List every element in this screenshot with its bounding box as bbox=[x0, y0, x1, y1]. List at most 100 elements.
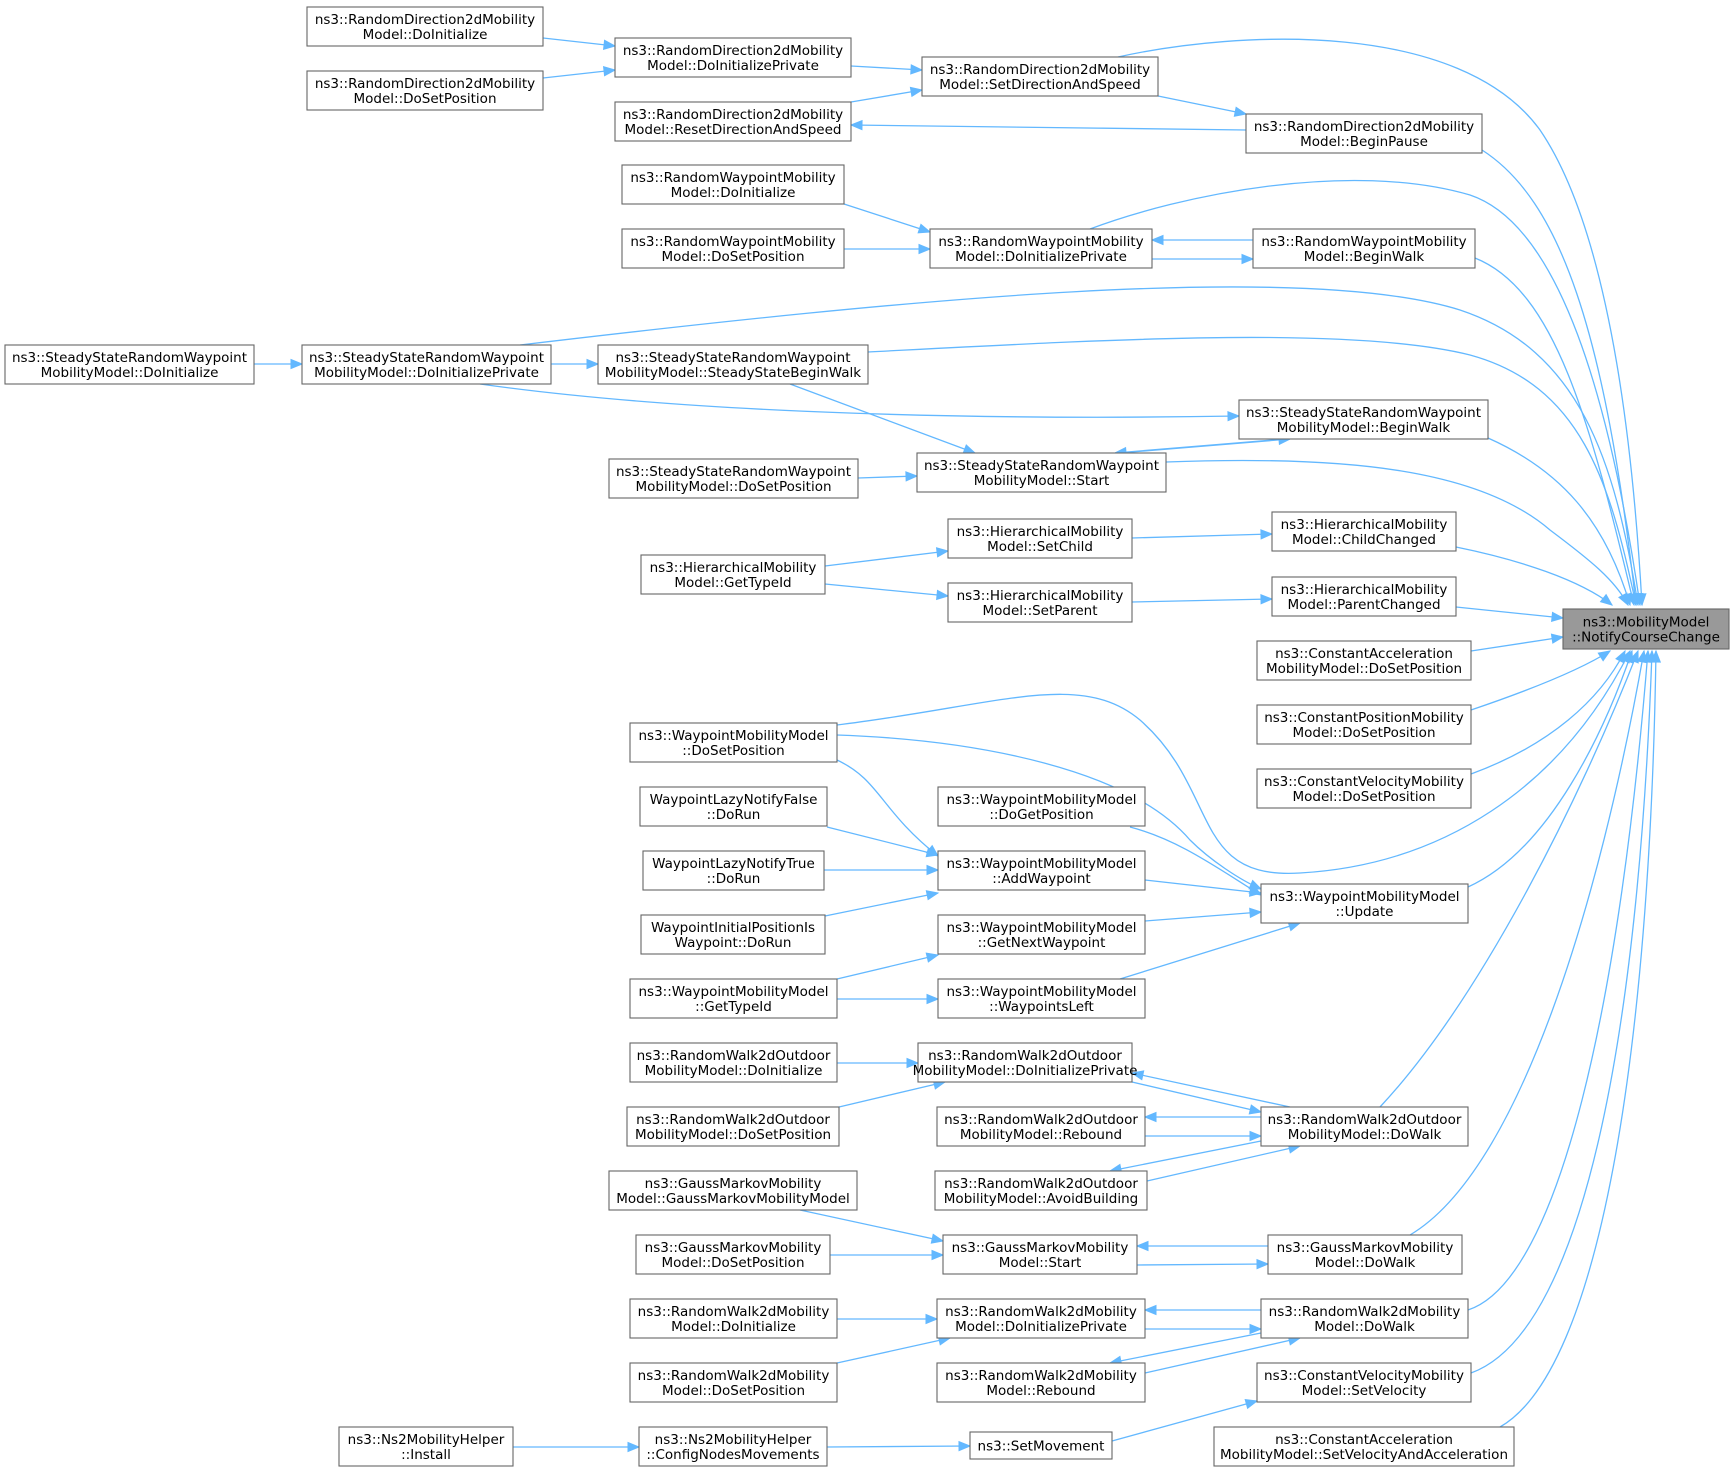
node-ss-dosetpos[interactable]: ns3::SteadyStateRandomWaypointMobilityMo… bbox=[608, 458, 859, 499]
node-wlnt[interactable]: WaypointLazyNotifyTrue::DoRun bbox=[642, 850, 825, 891]
node-ro-dosetpos[interactable]: ns3::RandomWalk2dOutdoorMobilityModel::D… bbox=[626, 1106, 840, 1147]
node-wp-wpleft[interactable]: ns3::WaypointMobilityModel::WaypointsLef… bbox=[937, 978, 1146, 1019]
node-ro-avoid[interactable]: ns3::RandomWalk2dOutdoorMobilityModel::A… bbox=[934, 1170, 1148, 1211]
node-label: ::ConfigNodesMovements bbox=[646, 1447, 819, 1463]
edge-cv_setvel_target bbox=[1470, 649, 1657, 1374]
node-ss-start[interactable]: ns3::SteadyStateRandomWaypointMobilityMo… bbox=[916, 452, 1167, 493]
node-ca-dosetpos[interactable]: ns3::ConstantAccelerationMobilityModel::… bbox=[1256, 640, 1472, 681]
node-label: MobilityModel::Rebound bbox=[960, 1127, 1122, 1143]
node-ro-dowalk[interactable]: ns3::RandomWalk2dOutdoorMobilityModel::D… bbox=[1260, 1106, 1469, 1147]
node-box bbox=[639, 786, 828, 827]
node-box bbox=[1256, 704, 1472, 745]
arrowhead-icon bbox=[917, 223, 932, 234]
node-label: ns3::WaypointMobilityModel bbox=[947, 920, 1137, 936]
node-box bbox=[934, 1170, 1148, 1211]
node-wp-gettypeid[interactable]: ns3::WaypointMobilityModel::GetTypeId bbox=[629, 978, 838, 1019]
node-cv-setvel[interactable]: ns3::ConstantVelocityMobilityModel::SetV… bbox=[1256, 1362, 1472, 1403]
node-rd-reset[interactable]: ns3::RandomDirection2dMobilityModel::Res… bbox=[614, 101, 852, 142]
node-label: ns3::SteadyStateRandomWaypoint bbox=[615, 350, 850, 366]
node-box bbox=[597, 344, 869, 385]
node-rw-beginwalk[interactable]: ns3::RandomWaypointMobilityModel::BeginW… bbox=[1252, 228, 1476, 269]
edge-rd_doinit_rdip bbox=[542, 37, 617, 50]
node-label: ns3::RandomDirection2dMobility bbox=[315, 12, 535, 28]
node-ro-rebound[interactable]: ns3::RandomWalk2dOutdoorMobilityModel::R… bbox=[936, 1106, 1146, 1147]
node-gm-dowalk[interactable]: ns3::GaussMarkovMobilityModel::DoWalk bbox=[1267, 1234, 1463, 1275]
node-wp-getnext[interactable]: ns3::WaypointMobilityModel::GetNextWaypo… bbox=[937, 914, 1146, 955]
node-cv-dosetpos[interactable]: ns3::ConstantVelocityMobilityModel::DoSe… bbox=[1256, 768, 1472, 809]
node-rd-setdir[interactable]: ns3::RandomDirection2dMobilityModel::Set… bbox=[921, 56, 1159, 97]
node-ro-doinitpriv[interactable]: ns3::RandomWalk2dOutdoorMobilityModel::D… bbox=[913, 1042, 1138, 1083]
edge-rw_beginwalk_target bbox=[1474, 257, 1637, 607]
node-label: Model::DoInitializePrivate bbox=[647, 58, 819, 74]
node-ns2-config[interactable]: ns3::Ns2MobilityHelper::ConfigNodesMovem… bbox=[638, 1426, 828, 1467]
node-rw-dosetpos[interactable]: ns3::RandomWaypointMobilityModel::DoSetP… bbox=[621, 228, 845, 269]
node-gm-dosetpos[interactable]: ns3::GaussMarkovMobilityModel::DoSetPosi… bbox=[635, 1234, 831, 1275]
node-wp-addwp[interactable]: ns3::WaypointMobilityModel::AddWaypoint bbox=[937, 850, 1146, 891]
node-ss-beginwalk[interactable]: ns3::SteadyStateRandomWaypointMobilityMo… bbox=[1238, 399, 1489, 440]
node-setmovement[interactable]: ns3::SetMovement bbox=[969, 1431, 1113, 1460]
edge-line bbox=[843, 203, 931, 233]
node-wp-dosetpos[interactable]: ns3::WaypointMobilityModel::DoSetPositio… bbox=[629, 722, 838, 763]
node-wlnf[interactable]: WaypointLazyNotifyFalse::DoRun bbox=[639, 786, 828, 827]
edge-ns2_config_setmovement bbox=[826, 1440, 972, 1452]
edge-line bbox=[850, 124, 1247, 131]
node-label: Model::DoInitialize bbox=[671, 1319, 796, 1335]
node-box bbox=[921, 56, 1159, 97]
node-ro-doinit[interactable]: ns3::RandomWalk2dOutdoorMobilityModel::D… bbox=[629, 1042, 838, 1083]
edge-h_parentchanged_target bbox=[1455, 606, 1565, 623]
edge-rd_setdir_beginpause bbox=[1157, 95, 1248, 117]
node-gm-start[interactable]: ns3::GaussMarkovMobilityModel::Start bbox=[942, 1234, 1138, 1275]
node-box bbox=[306, 6, 544, 47]
node-h-gettypeid[interactable]: ns3::HierarchicalMobilityModel::GetTypeI… bbox=[640, 554, 826, 595]
node-r2-doinit[interactable]: ns3::RandomWalk2dMobilityModel::DoInitia… bbox=[629, 1298, 838, 1339]
node-rd-doinitpriv[interactable]: ns3::RandomDirection2dMobilityModel::DoI… bbox=[614, 37, 852, 78]
node-r2-dosetpos[interactable]: ns3::RandomWalk2dMobilityModel::DoSetPos… bbox=[629, 1362, 838, 1403]
edge-ss_doinit_doinitpriv bbox=[254, 358, 304, 370]
arrowhead-icon bbox=[849, 119, 863, 131]
arrowhead-icon bbox=[925, 1313, 939, 1325]
node-cp-dosetpos[interactable]: ns3::ConstantPositionMobilityModel::DoSe… bbox=[1256, 704, 1472, 745]
node-wp-dogetpos[interactable]: ns3::WaypointMobilityModel::DoGetPositio… bbox=[937, 786, 1146, 827]
node-ss-doinit[interactable]: ns3::SteadyStateRandomWaypointMobilityMo… bbox=[4, 344, 255, 385]
node-rd-doinit[interactable]: ns3::RandomDirection2dMobilityModel::DoI… bbox=[306, 6, 544, 47]
node-label: ns3::RandomWalk2dOutdoor bbox=[637, 1048, 831, 1064]
node-ca-setvel[interactable]: ns3::ConstantAccelerationMobilityModel::… bbox=[1213, 1426, 1515, 1467]
arrowhead-icon bbox=[935, 547, 950, 558]
node-gm-ctor[interactable]: ns3::GaussMarkovMobilityModel::GaussMark… bbox=[608, 1170, 858, 1211]
node-box bbox=[1267, 1234, 1463, 1275]
edge-ro_dowalk_doinitpriv bbox=[1130, 1070, 1291, 1108]
node-rw-doinit[interactable]: ns3::RandomWaypointMobilityModel::DoInit… bbox=[621, 164, 845, 205]
node-r2-doinitpriv[interactable]: ns3::RandomWalk2dMobilityModel::DoInitia… bbox=[936, 1298, 1146, 1339]
edge-line bbox=[1131, 1081, 1262, 1113]
node-label: ns3::RandomDirection2dMobility bbox=[623, 107, 843, 123]
node-ns2-install[interactable]: ns3::Ns2MobilityHelper::Install bbox=[338, 1426, 514, 1467]
node-rd-dosetpos[interactable]: ns3::RandomDirection2dMobilityModel::DoS… bbox=[306, 70, 544, 111]
edge-line bbox=[836, 759, 939, 857]
edge-wp_gettypeid_getnext bbox=[836, 952, 940, 980]
node-label: Model::ResetDirectionAndSpeed bbox=[624, 122, 841, 138]
edge-line bbox=[1487, 437, 1631, 606]
arrowhead-icon bbox=[926, 993, 940, 1005]
node-label: MobilityModel::DoInitializePrivate bbox=[314, 365, 539, 381]
node-label: Model::DoInitializePrivate bbox=[955, 1319, 1127, 1335]
arrowhead-icon bbox=[1618, 592, 1629, 607]
node-ss-doinitpriv[interactable]: ns3::SteadyStateRandomWaypointMobilityMo… bbox=[301, 344, 552, 385]
node-label: ns3::WaypointMobilityModel bbox=[947, 984, 1137, 1000]
arrowhead-icon bbox=[290, 358, 304, 370]
node-h-parentchanged[interactable]: ns3::HierarchicalMobilityModel::ParentCh… bbox=[1271, 576, 1457, 617]
node-box bbox=[608, 458, 859, 499]
node-rd-beginpause[interactable]: ns3::RandomDirection2dMobilityModel::Beg… bbox=[1245, 113, 1483, 154]
node-ss-ssbeginwalk[interactable]: ns3::SteadyStateRandomWaypointMobilityMo… bbox=[597, 344, 869, 385]
node-box bbox=[621, 164, 845, 205]
node-target[interactable]: ns3::MobilityModel::NotifyCourseChange bbox=[1562, 608, 1730, 650]
node-rw-doinitpriv[interactable]: ns3::RandomWaypointMobilityModel::DoInit… bbox=[929, 228, 1153, 269]
node-h-childchanged[interactable]: ns3::HierarchicalMobilityModel::ChildCha… bbox=[1271, 511, 1457, 552]
node-h-setparent[interactable]: ns3::HierarchicalMobilityModel::SetParen… bbox=[947, 582, 1133, 623]
arrowhead-icon bbox=[1244, 1399, 1259, 1410]
node-label: ns3::MobilityModel bbox=[1583, 615, 1710, 631]
node-wp-update[interactable]: ns3::WaypointMobilityModel::Update bbox=[1260, 883, 1469, 924]
